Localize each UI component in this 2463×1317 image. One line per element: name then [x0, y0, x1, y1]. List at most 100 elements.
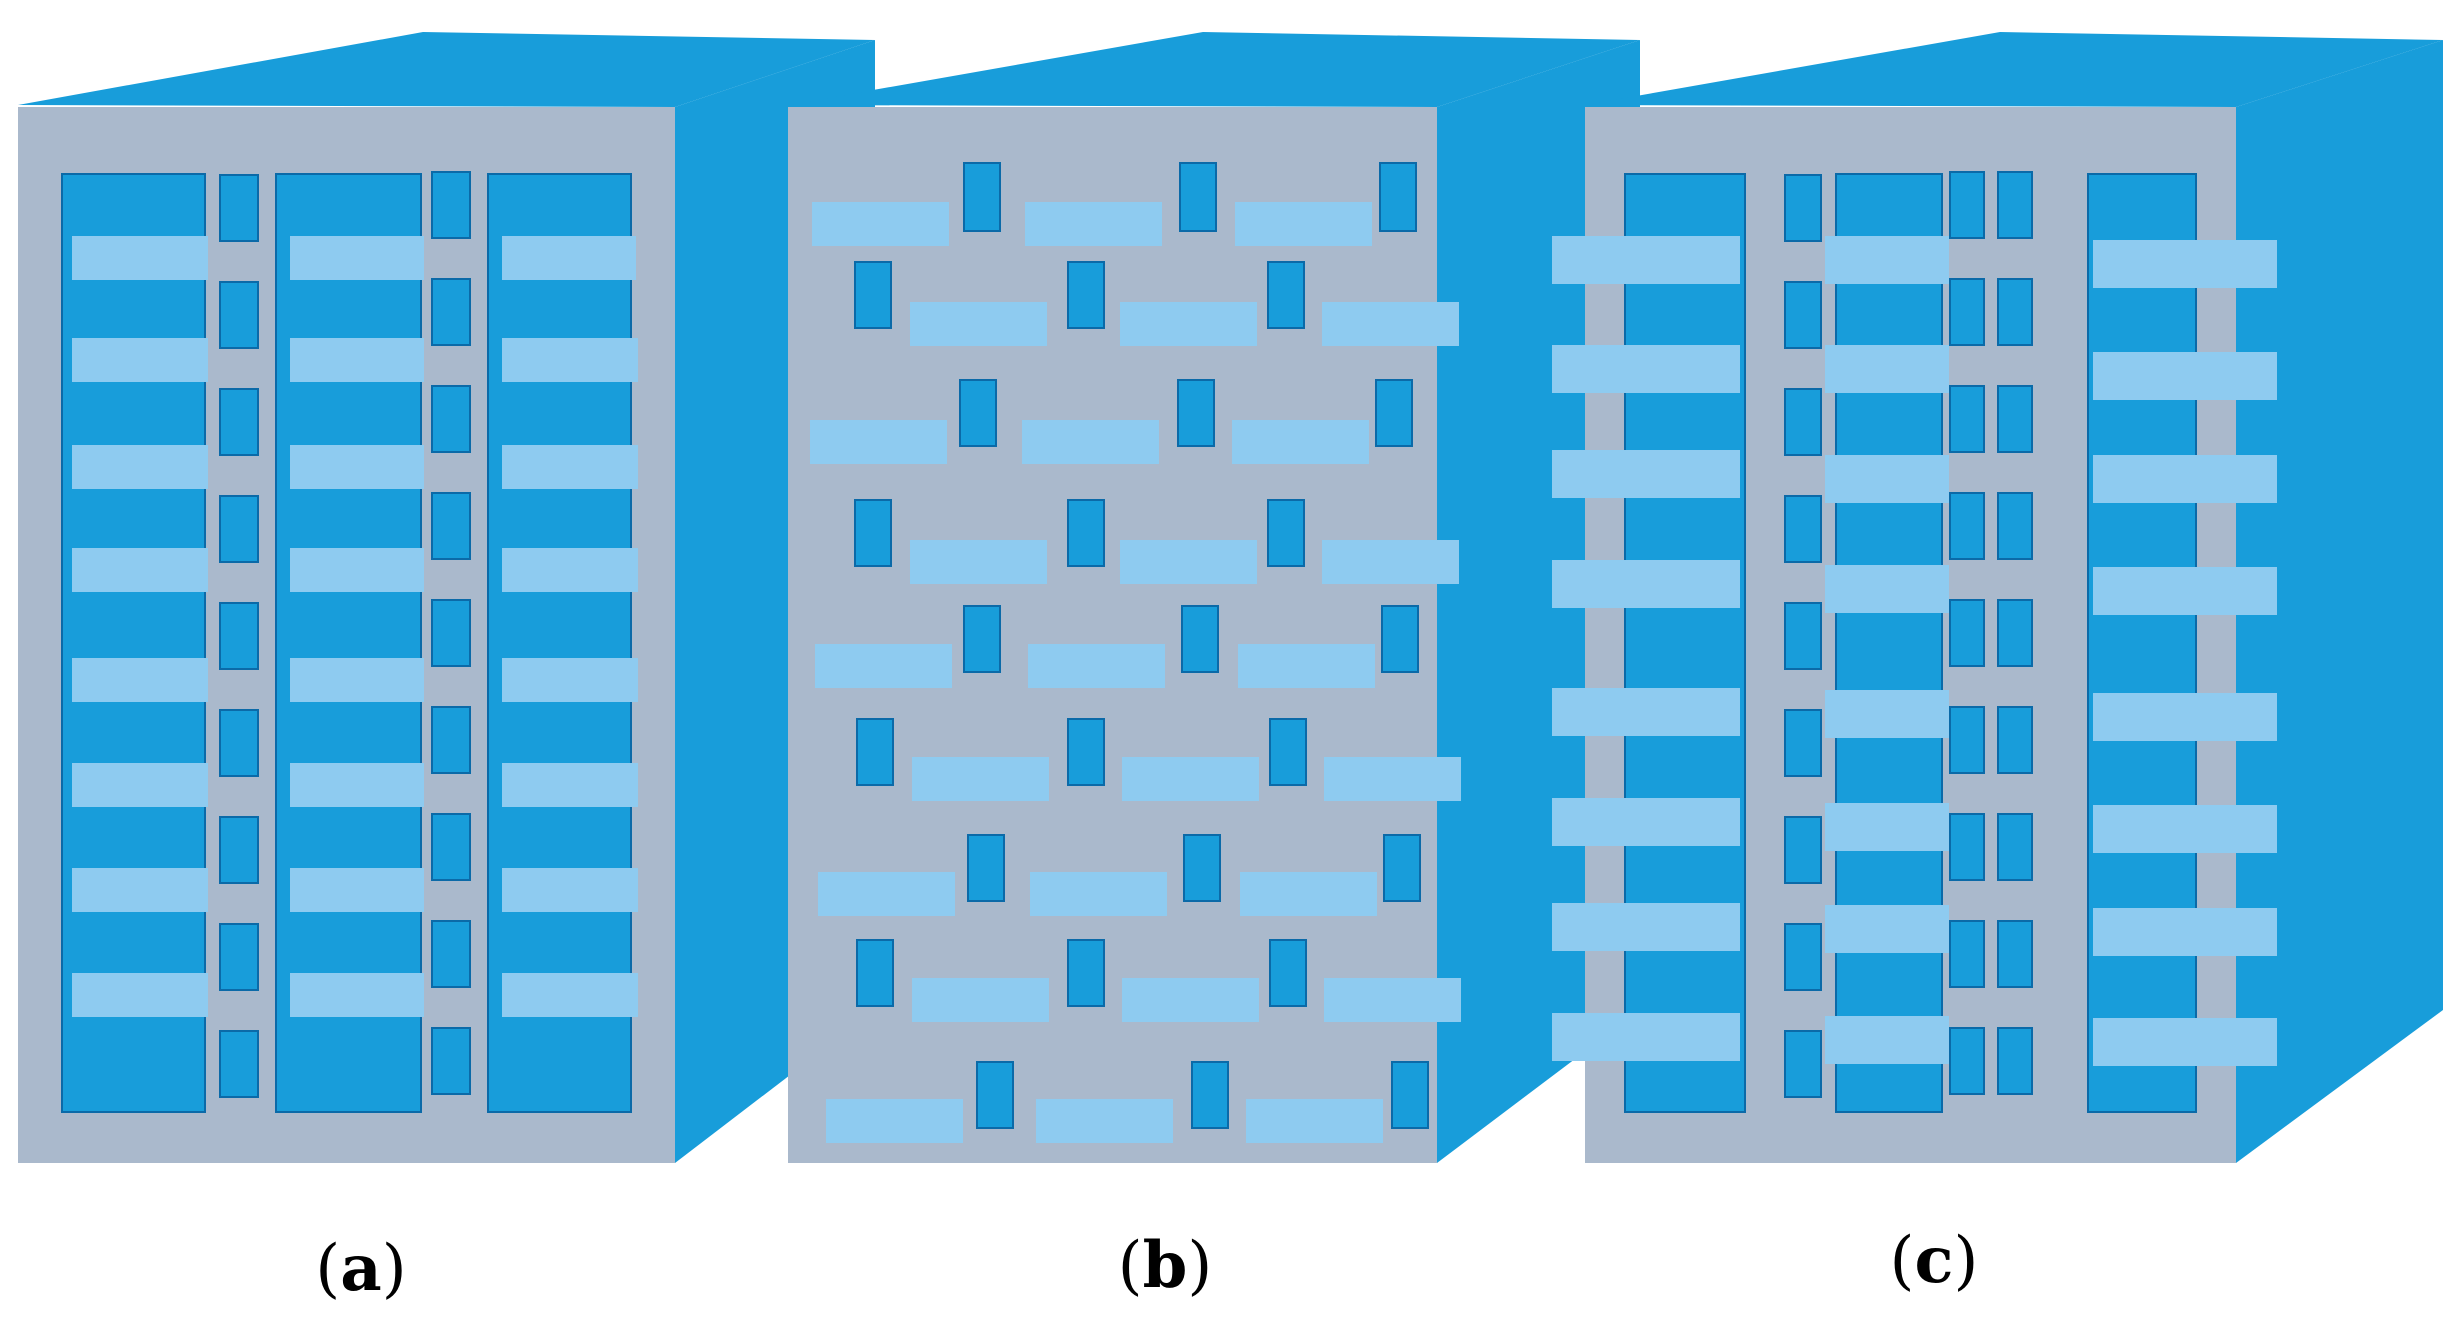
small-window	[1949, 171, 1985, 239]
small-window	[976, 1061, 1014, 1129]
window-strip	[61, 173, 206, 1113]
shading-band	[1825, 905, 1949, 953]
shading-band	[1324, 757, 1461, 801]
shading-band	[1122, 757, 1259, 801]
shading-band	[2093, 352, 2277, 400]
building-a-window-strips	[61, 173, 632, 1113]
shading-band	[1552, 450, 1740, 498]
small-window	[1375, 379, 1413, 447]
shading-band	[290, 658, 424, 702]
shading-band	[818, 872, 955, 916]
small-window	[431, 599, 471, 667]
shading-band	[502, 973, 638, 1017]
caption-b: (b)	[1118, 1228, 1213, 1303]
small-window	[1784, 174, 1822, 242]
shading-band	[72, 445, 208, 489]
shading-band	[1552, 560, 1740, 608]
small-window	[1997, 706, 2033, 774]
shading-band	[2093, 693, 2277, 741]
small-window	[967, 834, 1005, 902]
shading-band	[910, 540, 1047, 584]
shading-band	[290, 338, 424, 382]
shading-band	[1825, 236, 1949, 284]
shading-band	[1036, 1099, 1173, 1143]
shading-band	[1122, 978, 1259, 1022]
building-b-shading-bands	[810, 202, 1461, 1143]
small-window	[1181, 605, 1219, 673]
small-window	[219, 281, 259, 349]
building-c-roof	[1585, 32, 2443, 107]
caption-c-close: )	[1953, 1224, 1978, 1298]
small-window	[431, 813, 471, 881]
shading-band	[1552, 345, 1740, 393]
shading-band	[502, 763, 638, 807]
shading-band	[2093, 908, 2277, 956]
shading-band	[1120, 540, 1257, 584]
small-window	[1949, 813, 1985, 881]
small-window	[1949, 920, 1985, 988]
shading-band	[1025, 202, 1162, 246]
shading-band	[1552, 798, 1740, 846]
small-window	[1183, 834, 1221, 902]
small-window	[219, 602, 259, 670]
caption-a: (a)	[315, 1231, 406, 1306]
building-b	[788, 32, 1640, 1163]
small-window	[1177, 379, 1215, 447]
building-c	[1552, 32, 2443, 1163]
small-window	[1391, 1061, 1429, 1129]
small-window	[219, 174, 259, 242]
small-window	[1997, 920, 2033, 988]
shading-band	[1235, 202, 1372, 246]
small-window	[1381, 605, 1419, 673]
small-window	[1067, 261, 1105, 329]
shading-band	[1120, 302, 1257, 346]
small-window	[1997, 813, 2033, 881]
shading-band	[2093, 1018, 2277, 1066]
shading-band	[815, 644, 952, 688]
caption-c-letter: c	[1915, 1223, 1954, 1298]
shading-band	[290, 763, 424, 807]
small-window	[219, 388, 259, 456]
small-window	[431, 278, 471, 346]
shading-band	[2093, 805, 2277, 853]
caption-c-open: (	[1890, 1224, 1915, 1298]
building-b-roof	[788, 32, 1640, 107]
shading-band	[1552, 236, 1740, 284]
shading-band	[290, 236, 424, 280]
building-b-small-windows	[854, 162, 1429, 1129]
small-window	[1784, 923, 1822, 991]
shading-band	[502, 548, 638, 592]
shading-band	[502, 338, 638, 382]
small-window	[1949, 492, 1985, 560]
caption-b-letter: b	[1143, 1228, 1188, 1303]
shading-band	[810, 420, 947, 464]
shading-band	[72, 763, 208, 807]
shading-band	[502, 236, 636, 280]
small-window	[219, 495, 259, 563]
small-window	[431, 492, 471, 560]
caption-b-close: )	[1187, 1229, 1212, 1303]
shading-band	[1322, 540, 1459, 584]
small-window	[1949, 706, 1985, 774]
small-window	[431, 385, 471, 453]
shading-band	[1022, 420, 1159, 464]
small-window	[854, 499, 892, 567]
small-window	[856, 718, 894, 786]
small-window	[431, 920, 471, 988]
shading-band	[502, 868, 638, 912]
small-window	[1067, 939, 1105, 1007]
small-window	[1784, 388, 1822, 456]
caption-c: (c)	[1890, 1223, 1979, 1298]
shading-band	[1552, 1013, 1740, 1061]
small-window	[431, 706, 471, 774]
building-a	[18, 32, 875, 1163]
shading-band	[290, 973, 424, 1017]
small-window	[1269, 939, 1307, 1007]
small-window	[219, 1030, 259, 1098]
small-window	[431, 171, 471, 239]
small-window	[1267, 261, 1305, 329]
shading-band	[1825, 455, 1949, 503]
caption-a-letter: a	[340, 1231, 381, 1306]
small-window	[1949, 599, 1985, 667]
shading-band	[1324, 978, 1461, 1022]
